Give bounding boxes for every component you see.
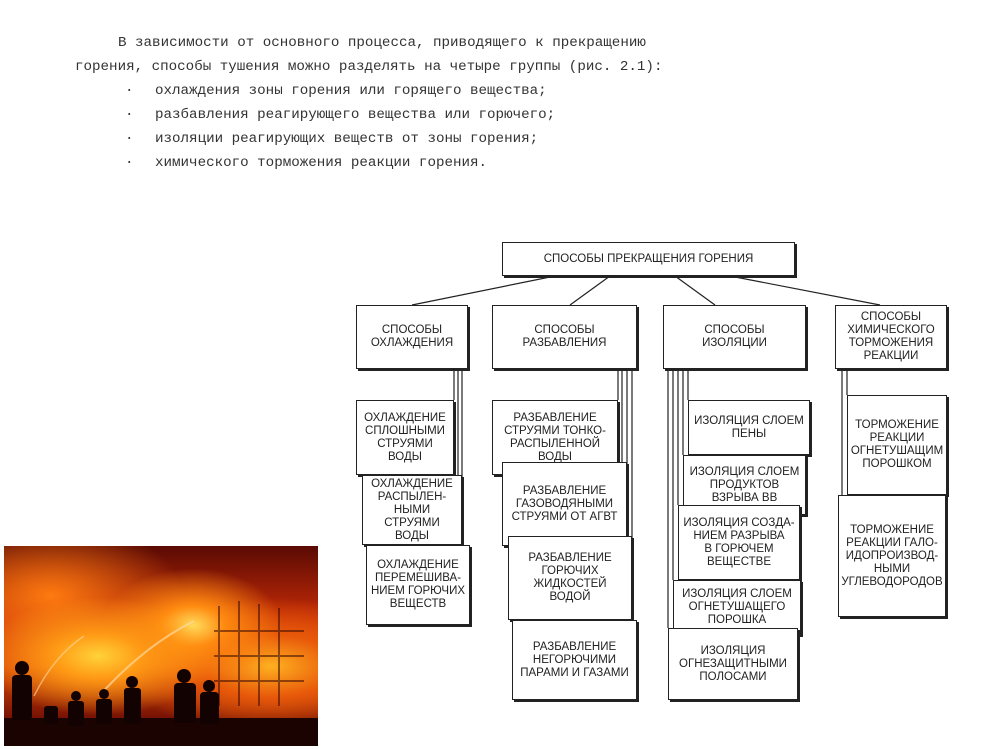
item-box-isolation-1: ИЗОЛЯЦИЯ СЛОЕМ ПЕНЫ (688, 400, 810, 455)
connector-line (729, 275, 881, 306)
diagram-root-box: СПОСОБЫ ПРЕКРАЩЕНИЯ ГОРЕНИЯ (502, 242, 795, 276)
connector-line (569, 275, 611, 306)
group-box-chemical: СПОСОБЫ ХИМИЧЕСКОГО ТОРМОЖЕНИЯ РЕАКЦИИ (835, 305, 947, 369)
group-box-isolation: СПОСОБЫ ИЗОЛЯЦИИ (663, 305, 806, 369)
item-box-isolation-4: ИЗОЛЯЦИЯ СЛОЕМ ОГНЕТУШАЩЕГО ПОРОШКА (673, 580, 801, 635)
bullet-item: · охлаждения зоны горения или горящего ве… (75, 79, 775, 103)
group-box-dilution: СПОСОБЫ РАЗБАВЛЕНИЯ (492, 305, 637, 369)
item-box-isolation-3: ИЗОЛЯЦИЯ СОЗДА- НИЕМ РАЗРЫВА В ГОРЮЧЕМ В… (678, 505, 800, 580)
bullet-list: · охлаждения зоны горения или горящего ве… (75, 79, 775, 175)
item-box-isolation-5: ИЗОЛЯЦИЯ ОГНЕЗАЩИТНЫМИ ПОЛОСАМИ (668, 628, 798, 700)
bullet-text: разбавления реагирующего вещества или го… (155, 107, 556, 123)
item-box-cooling-2: ОХЛАЖДЕНИЕ РАСПЫЛЕН- НЫМИ СТРУЯМИ ВОДЫ (362, 475, 462, 545)
item-box-cooling-3: ОХЛАЖДЕНИЕ ПЕРЕМЕШИВА- НИЕМ ГОРЮЧИХ ВЕЩЕ… (366, 545, 470, 625)
connector-line (674, 275, 716, 306)
item-box-dilution-2: РАЗБАВЛЕНИЕ ГАЗОВОДЯНЫМИ СТРУЯМИ ОТ АГВТ (502, 462, 627, 546)
bullet-dot: · (125, 131, 134, 147)
bullet-item: · химического торможения реакции горения. (75, 151, 775, 175)
bullet-text: изоляции реагирующих веществ от зоны гор… (155, 131, 539, 147)
connector-line (411, 275, 556, 306)
item-box-chemical-2: ТОРМОЖЕНИЕ РЕАКЦИИ ГАЛО- ИДОПРОИЗВОД- НЫ… (838, 495, 946, 617)
bullet-text: охлаждения зоны горения или горящего вещ… (155, 83, 547, 99)
fire-photo (4, 546, 318, 746)
bullet-text: химического торможения реакции горения. (155, 155, 488, 171)
bullet-item: · разбавления реагирующего вещества или г… (75, 103, 775, 127)
item-box-dilution-3: РАЗБАВЛЕНИЕ ГОРЮЧИХ ЖИДКОСТЕЙ ВОДОЙ (508, 536, 632, 620)
group-box-cooling: СПОСОБЫ ОХЛАЖДЕНИЯ (356, 305, 468, 369)
intro-text: В зависимости от основного процесса, при… (75, 31, 775, 175)
firefighters-silhouette (4, 601, 318, 746)
bullet-dot: · (125, 155, 134, 171)
bullet-dot: · (125, 83, 134, 99)
bullet-item: · изоляции реагирующих веществ от зоны го… (75, 127, 775, 151)
item-box-cooling-1: ОХЛАЖДЕНИЕ СПЛОШНЫМИ СТРУЯМИ ВОДЫ (356, 400, 454, 475)
intro-line-2: горения, способы тушения можно разделять… (75, 59, 663, 75)
item-box-chemical-1: ТОРМОЖЕНИЕ РЕАКЦИИ ОГНЕТУШАЩИМ ПОРОШКОМ (847, 395, 947, 495)
item-box-dilution-4: РАЗБАВЛЕНИЕ НЕГОРЮЧИМИ ПАРАМИ И ГАЗАМИ (512, 620, 637, 700)
intro-line-1: В зависимости от основного процесса, при… (118, 35, 646, 51)
bullet-dot: · (125, 107, 134, 123)
